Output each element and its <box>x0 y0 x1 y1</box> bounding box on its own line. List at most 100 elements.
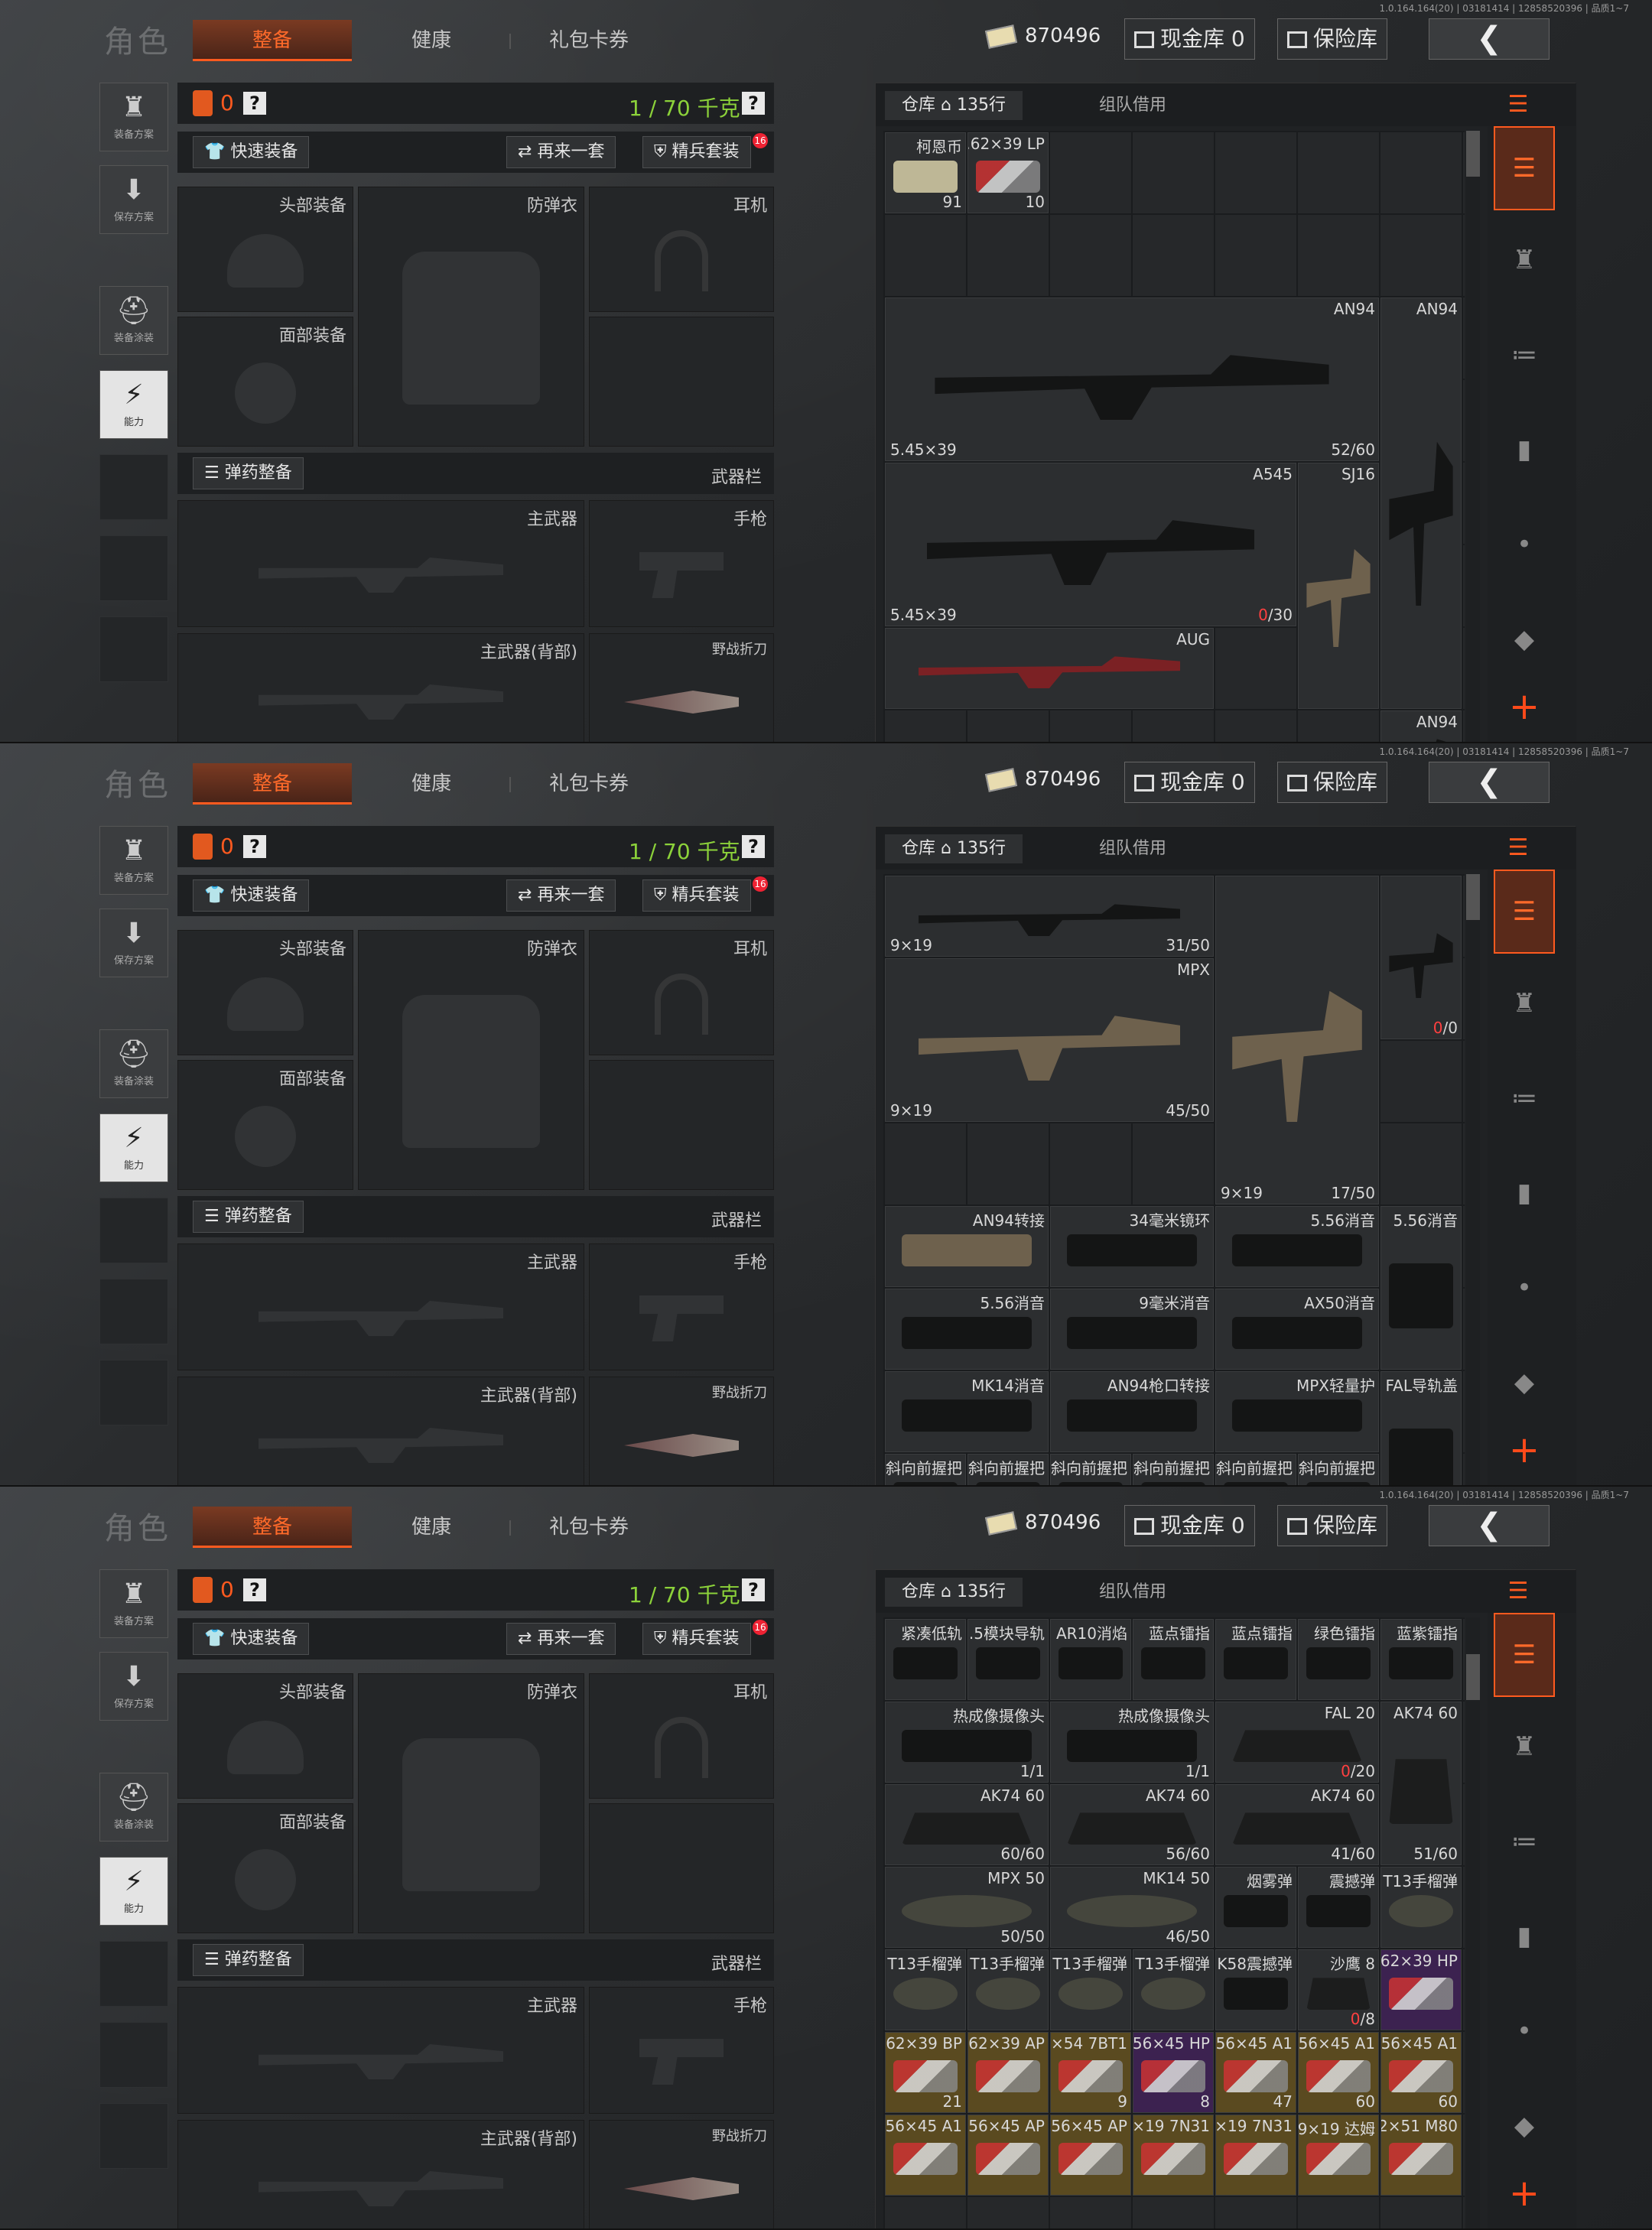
quick-equip-button[interactable]: 👕 快速装备 <box>193 136 310 168</box>
tab-warehouse[interactable]: 仓库 ⌂ 135行 <box>885 834 1023 863</box>
loadout-plan-button[interactable]: ♜装备方案 <box>99 83 168 151</box>
help-icon[interactable]: ? <box>243 835 266 858</box>
filter-ammo-icon[interactable]: • <box>1516 1273 1533 1303</box>
add-icon[interactable]: + <box>1508 1429 1540 1471</box>
tab-team-borrow[interactable]: 组队借用 <box>1099 839 1167 858</box>
filter-ammo-icon[interactable]: • <box>1516 2016 1533 2046</box>
stash-item[interactable]: T13手榴弹 <box>1050 1949 1131 2030</box>
ability-button[interactable]: ⚡能力 <box>99 1113 168 1182</box>
stash-item[interactable]: 7.62×39 AP <box>967 2032 1049 2113</box>
tab-equip[interactable]: 整备 <box>193 20 352 61</box>
ammo-setup-button[interactable]: ☰ 弹药整备 <box>193 457 304 489</box>
elite-set-button[interactable]: ⛨ 精兵套装 <box>642 879 751 912</box>
stash-item[interactable]: 9×19 达姆 <box>1298 2115 1379 2196</box>
pistol-slot[interactable]: 手枪 <box>589 1243 774 1370</box>
stash-item[interactable]: MK14消音 <box>885 1371 1049 1452</box>
primary-weapon-slot[interactable]: 主武器 <box>177 1987 584 2114</box>
stash-scrollbar[interactable] <box>1466 1617 1480 2228</box>
help-icon[interactable]: ? <box>243 1578 266 1601</box>
stash-item[interactable]: 斜向前握把 <box>1298 1454 1379 1485</box>
cash-vault-button[interactable]: 现金库 0 <box>1124 762 1255 803</box>
stash-item[interactable]: 绿色镭指 <box>1298 1619 1379 1700</box>
equip-again-button[interactable]: ⇄ 再来一套 <box>506 136 616 168</box>
elite-set-button[interactable]: ⛨ 精兵套装 <box>642 136 751 168</box>
stash-item[interactable]: 7.62×39 HP <box>1380 1949 1462 2030</box>
stash-item[interactable]: 斜向前握把 <box>885 1454 966 1485</box>
knife-slot[interactable]: 野战折刀 <box>589 633 774 742</box>
safe-box-button[interactable]: 保险库 <box>1277 18 1388 60</box>
stash-item[interactable]: 斜向前握把 <box>1133 1454 1214 1485</box>
head-slot[interactable]: 头部装备 <box>177 1673 353 1799</box>
ear-slot[interactable]: 耳机 <box>589 930 774 1055</box>
cash-vault-button[interactable]: 现金库 0 <box>1124 18 1255 60</box>
stash-item[interactable]: 紧凑低轨 <box>885 1619 966 1700</box>
stash-item[interactable]: 5.56×45 AP <box>967 2115 1049 2196</box>
sort-icon[interactable]: ☰ <box>1507 1578 1529 1604</box>
help-icon[interactable]: ? <box>742 835 765 858</box>
stash-item[interactable]: MPX轻量护 <box>1215 1371 1379 1452</box>
ear-slot[interactable]: 耳机 <box>589 187 774 312</box>
pistol-slot[interactable]: 手枪 <box>589 1987 774 2114</box>
stash-item[interactable]: 蓝点镭指 <box>1133 1619 1214 1700</box>
ammo-setup-button[interactable]: ☰ 弹药整备 <box>193 1944 304 1976</box>
stash-item[interactable]: 2.5模块导轨 <box>967 1619 1049 1700</box>
stash-item[interactable]: AUG <box>885 628 1214 709</box>
back-button[interactable]: ❮ <box>1429 18 1550 60</box>
filter-magazine-icon[interactable]: ▮ <box>1517 1921 1532 1952</box>
tab-gift-cards[interactable]: 礼包卡券 <box>548 29 629 52</box>
stash-scrollbar[interactable] <box>1466 131 1480 742</box>
stash-item[interactable]: SJ16 <box>1298 463 1379 709</box>
stash-item[interactable]: 蓝点镭指 <box>1215 1619 1296 1700</box>
tab-warehouse[interactable]: 仓库 ⌂ 135行 <box>885 1578 1023 1607</box>
help-icon[interactable]: ? <box>742 92 765 115</box>
stash-item[interactable]: 震撼弹 <box>1298 1867 1379 1948</box>
stash-item[interactable]: AN94 <box>1380 297 1462 709</box>
stash-item[interactable]: 7.62×51 M80 <box>1380 2115 1462 2196</box>
stash-item[interactable]: AN940/0 <box>1380 710 1462 742</box>
save-plan-button[interactable]: ⬇保存方案 <box>99 1652 168 1721</box>
filter-armor-icon[interactable]: ♜ <box>1512 245 1537 275</box>
primary-weapon-slot[interactable]: 主武器 <box>177 1243 584 1370</box>
stash-item[interactable]: 34毫米镜环 <box>1050 1206 1214 1287</box>
back-weapon-slot[interactable]: 主武器(背部) <box>177 633 584 742</box>
filter-misc-icon[interactable]: ◆ <box>1514 1367 1535 1398</box>
add-icon[interactable]: + <box>1508 2172 1540 2215</box>
face-slot[interactable]: 面部装备 <box>177 1060 353 1190</box>
tab-health[interactable]: 健康 <box>411 1516 451 1539</box>
filter-magazine-icon[interactable]: ▮ <box>1517 1178 1532 1208</box>
filter-weapon-icon[interactable]: ≔ <box>1511 340 1537 370</box>
filter-all-icon[interactable]: ☰ <box>1494 870 1555 954</box>
stash-item[interactable]: T13手榴弹 <box>1133 1949 1214 2030</box>
ability-button[interactable]: ⚡能力 <box>99 1857 168 1926</box>
knife-slot[interactable]: 野战折刀 <box>589 2120 774 2228</box>
stash-item[interactable]: 蓝紫镭指 <box>1380 1619 1462 1700</box>
help-icon[interactable]: ? <box>742 1578 765 1601</box>
stash-item[interactable]: AN94转接 <box>885 1206 1049 1287</box>
scroll-thumb[interactable] <box>1466 131 1480 177</box>
stash-item[interactable]: AX50消音 <box>1215 1289 1379 1370</box>
stash-item[interactable]: AN94枪口转接 <box>1050 1371 1214 1452</box>
ability-button[interactable]: ⚡能力 <box>99 370 168 439</box>
stash-item[interactable]: FAL导轨盖 <box>1380 1371 1462 1485</box>
filter-ammo-icon[interactable]: • <box>1516 529 1533 560</box>
help-icon[interactable]: ? <box>243 92 266 115</box>
tab-team-borrow[interactable]: 组队借用 <box>1099 96 1167 115</box>
tab-warehouse[interactable]: 仓库 ⌂ 135行 <box>885 91 1023 120</box>
stash-item[interactable]: 5.56消音 <box>1380 1206 1462 1370</box>
vest-slot[interactable]: 防弹衣 <box>358 187 584 447</box>
stash-item[interactable]: 9×19 7N31 <box>1133 2115 1214 2196</box>
